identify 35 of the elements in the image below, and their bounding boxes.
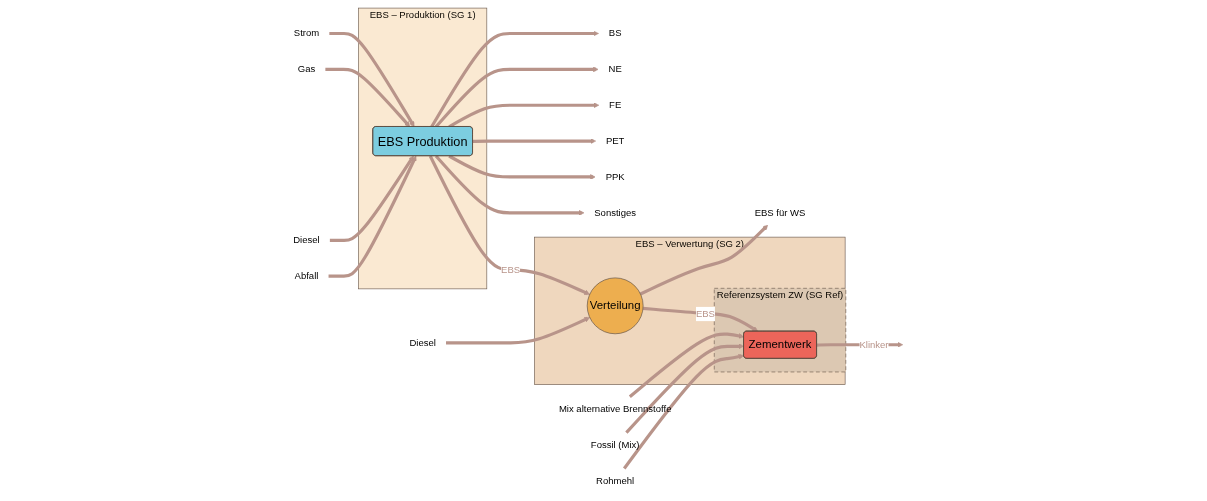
- node-text: Diesel: [409, 336, 437, 348]
- node-text: Fossil (Mix): [591, 438, 640, 450]
- arrow: [435, 154, 585, 216]
- node-text: Sonstiges: [594, 206, 637, 218]
- arrow: [446, 317, 591, 345]
- arrow: [623, 353, 745, 470]
- node-text: Gas: [298, 63, 316, 75]
- arrow: [640, 224, 769, 296]
- arrow: [430, 30, 600, 128]
- node-text: Mix alternative Brennstoffe: [559, 403, 672, 414]
- arrow: [435, 66, 600, 128]
- arrow: [325, 67, 411, 128]
- node-text: PPK: [606, 171, 626, 182]
- arrow: [643, 306, 759, 332]
- edge-label: EBS: [696, 307, 716, 319]
- node-text: Diesel: [293, 234, 321, 246]
- node-text: NE: [608, 63, 623, 75]
- arrow: [429, 155, 591, 295]
- edge-label: Klinker: [859, 338, 889, 350]
- arrow: [329, 31, 415, 128]
- node-text: BS: [609, 27, 622, 39]
- arrow: [448, 154, 597, 180]
- node-text: Strom: [294, 27, 320, 39]
- node-text: PET: [606, 135, 625, 147]
- arrow: [328, 155, 417, 278]
- arrow: [473, 138, 597, 144]
- node-circle: Verteilung: [587, 277, 644, 335]
- node-text: FE: [609, 99, 622, 111]
- arrow: [629, 332, 745, 398]
- arrow: [330, 155, 415, 242]
- node-text: Rohmehl: [596, 474, 635, 486]
- edge-label: EBS: [501, 263, 521, 275]
- node-text: Abfall: [294, 270, 319, 282]
- arrow: [625, 343, 745, 434]
- node-text: EBS für WS: [755, 206, 806, 218]
